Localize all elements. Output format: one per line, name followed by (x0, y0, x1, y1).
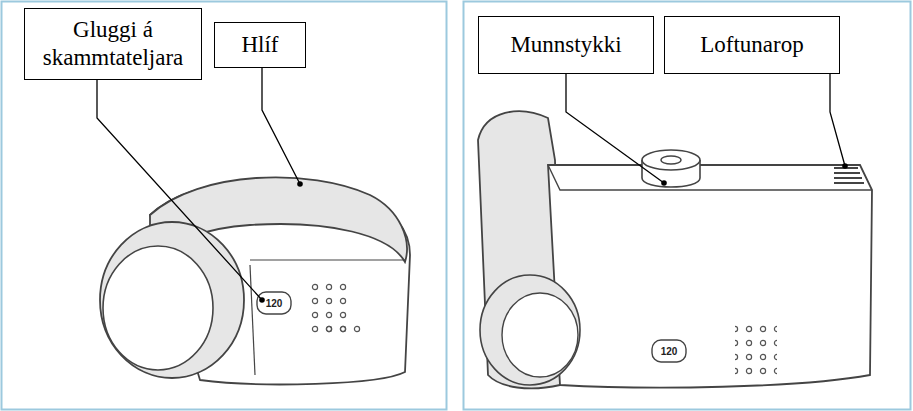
part-name: Loftunarop (700, 31, 803, 59)
callout-box: Loftunarop (664, 16, 840, 74)
part-name: Hlíf (241, 31, 278, 59)
part-name: Munnstykki (510, 31, 621, 59)
callout-box: Gluggi á skammtateljara (24, 8, 202, 80)
dose-counter-number: 120 (661, 346, 678, 357)
part-name: Gluggi á skammtateljara (33, 16, 193, 71)
dose-counter-number: 120 (266, 298, 283, 309)
callout-box: Hlíf (214, 22, 306, 68)
callout-box: Munnstykki (478, 16, 654, 74)
